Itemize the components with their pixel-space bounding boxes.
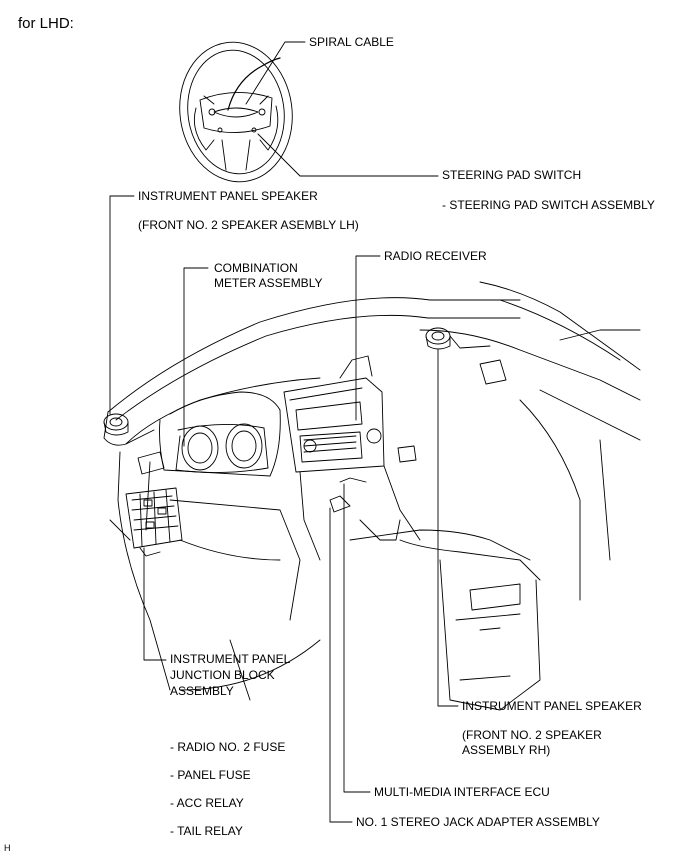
label-fuse-radio-no2: - RADIO NO. 2 FUSE <box>170 740 286 754</box>
speaker-lh-drawing <box>104 414 128 435</box>
label-spiral-cable: SPIRAL CABLE <box>309 35 394 49</box>
label-junction-block-line1: INSTRUMENT PANEL <box>170 652 291 666</box>
instrument-panel-drawing <box>104 282 640 710</box>
label-ip-speaker-lh-sub: (FRONT NO. 2 SPEAKER ASEMBLY LH) <box>138 218 359 232</box>
label-relay-acc: - ACC RELAY <box>170 796 244 810</box>
junction-block-drawing <box>126 488 182 556</box>
label-combination-meter-line2: METER ASSEMBLY <box>214 276 323 290</box>
label-steering-pad-switch-assembly: - STEERING PAD SWITCH ASSEMBLY <box>442 198 655 212</box>
leader-lines <box>110 42 458 822</box>
steering-wheel-drawing <box>171 35 301 189</box>
label-radio-receiver: RADIO RECEIVER <box>384 249 487 263</box>
label-combination-meter-line1: COMBINATION <box>214 261 298 275</box>
label-ip-speaker-lh: INSTRUMENT PANEL SPEAKER <box>138 189 318 203</box>
label-fuse-panel: - PANEL FUSE <box>170 768 251 782</box>
label-steering-pad-switch: STEERING PAD SWITCH <box>442 168 582 182</box>
corner-mark: H <box>4 843 11 853</box>
label-ip-speaker-rh-sub-line2: ASSEMBLY RH) <box>462 743 551 757</box>
label-junction-block-line3: ASSEMBLY <box>170 684 234 698</box>
combination-meter-drawing <box>176 424 268 473</box>
label-multimedia-interface-ecu: MULTI-MEDIA INTERFACE ECU <box>374 785 550 799</box>
label-ip-speaker-rh-sub-line1: (FRONT NO. 2 SPEAKER <box>462 728 602 742</box>
page-title: for LHD: <box>18 15 74 32</box>
speaker-rh-drawing <box>426 328 450 349</box>
label-relay-tail: - TAIL RELAY <box>170 824 243 838</box>
label-stereo-jack-adapter: NO. 1 STEREO JACK ADAPTER ASSEMBLY <box>356 815 600 829</box>
label-junction-block-line2: JUNCTION BLOCK <box>170 668 275 682</box>
label-ip-speaker-rh: INSTRUMENT PANEL SPEAKER <box>462 699 642 713</box>
